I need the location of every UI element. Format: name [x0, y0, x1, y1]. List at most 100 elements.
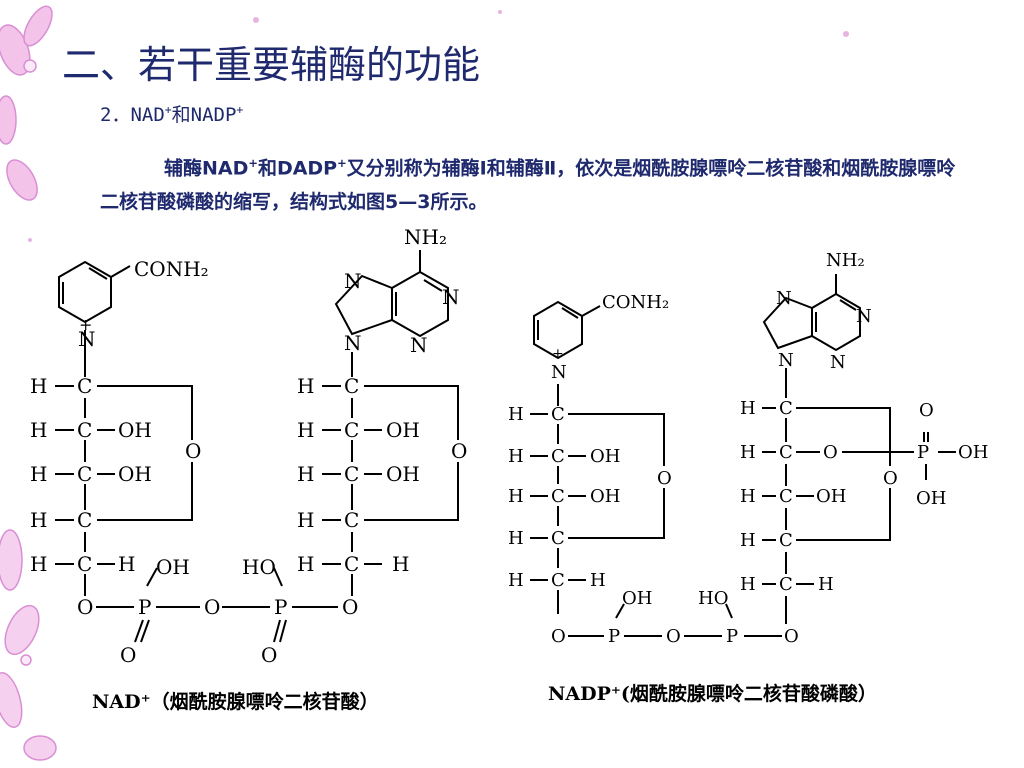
- nadp-h: H: [508, 528, 524, 549]
- nadp-h: H: [508, 570, 524, 591]
- nadp-o: O: [784, 626, 799, 647]
- nadp-oh: OH: [590, 486, 620, 507]
- nadp-oh: OH: [916, 488, 946, 509]
- nad-c: C: [344, 418, 359, 442]
- nadp-h: H: [740, 530, 756, 551]
- nad-h: H: [118, 552, 135, 576]
- nad-h: H: [30, 418, 47, 442]
- nad-oh: OH: [118, 462, 152, 486]
- nad-adenine-n: N: [442, 285, 460, 309]
- nadp-c: C: [779, 398, 793, 419]
- nadp-o: O: [823, 442, 838, 463]
- nadp-ho: HO: [698, 588, 728, 609]
- section-subtitle: 2．NAD+和NADP+: [100, 100, 243, 127]
- nad-oh: OH: [118, 418, 152, 442]
- nadp-p: P: [917, 442, 929, 463]
- nadp-adenine-n: N: [856, 306, 872, 327]
- superscript-plus: +: [164, 102, 172, 117]
- nadp-h: H: [508, 486, 524, 507]
- nadp-c: C: [551, 570, 565, 591]
- nadp-adenine-ring: [762, 274, 861, 398]
- nadp-c: C: [779, 442, 793, 463]
- nad-h: H: [297, 374, 314, 398]
- corner-flower-top-left: [0, 5, 53, 201]
- nadp-c: C: [779, 486, 793, 507]
- nadp-o: O: [551, 626, 566, 647]
- nadp-h: H: [818, 574, 834, 595]
- nadp-c: C: [551, 528, 565, 549]
- body-text-part: 和DADP: [257, 157, 338, 180]
- nadp-c: C: [551, 404, 565, 425]
- nadp-o: O: [666, 626, 681, 647]
- nad-ribose2-bonds: [322, 385, 459, 596]
- slide-title: 二、若干重要辅酶的功能: [62, 43, 481, 87]
- superscript-plus: +: [337, 156, 347, 170]
- nadp-h: H: [740, 574, 756, 595]
- nadp-ring-nitrogen: N: [551, 362, 567, 383]
- nadp-caption: NADP⁺(烟酰胺腺嘌呤二核苷酸磷酸）: [548, 682, 877, 705]
- nadp-adenine-n: N: [830, 352, 846, 373]
- nad-c: C: [77, 552, 92, 576]
- nad-caption: NAD⁺（烟酰胺腺嘌呤二核苷酸）: [92, 690, 379, 713]
- subtitle-text-part: 和NADP: [171, 104, 237, 126]
- nadp-ribose2-bonds: [762, 407, 956, 624]
- nadp-c: C: [779, 574, 793, 595]
- nadp-h: H: [508, 404, 524, 425]
- nadp-nicotinamide-ring: [533, 300, 601, 406]
- nad-c: C: [77, 418, 92, 442]
- nad-oh: OH: [156, 555, 190, 579]
- nad-structure: CONH₂ + N H C H C OH H C OH: [30, 225, 467, 713]
- nadp-h: H: [590, 570, 606, 591]
- nad-nicotinamide-ring: [58, 260, 131, 377]
- nad-phosphate-bonds: [96, 567, 338, 643]
- body-text-part: 辅酶NAD: [164, 157, 249, 180]
- nadp-ring-oxygen: O: [657, 468, 672, 489]
- nad-ribose-bonds: [55, 385, 193, 596]
- nadp-structure: CONH₂ + N H C H C OH H C OH H C: [508, 250, 988, 705]
- nadp-h: H: [740, 486, 756, 507]
- nad-conh2-label: CONH₂: [134, 257, 209, 281]
- nad-c: C: [344, 462, 359, 486]
- nadp-phosphate-bonds: [568, 603, 782, 637]
- nad-h: H: [297, 552, 314, 576]
- nad-c: C: [344, 508, 359, 532]
- nad-adenine-ring: [334, 250, 449, 377]
- nad-oh: OH: [386, 418, 420, 442]
- nadp-c: C: [779, 530, 793, 551]
- nad-nh2-label: NH₂: [404, 225, 447, 249]
- nadp-p: P: [608, 626, 620, 647]
- nadp-oh: OH: [622, 588, 652, 609]
- nad-o: O: [342, 595, 358, 619]
- subtitle-text-part: 2．NAD: [100, 104, 165, 126]
- nadp-h: H: [740, 398, 756, 419]
- nad-o: O: [120, 643, 136, 667]
- nad-h: H: [30, 462, 47, 486]
- nadp-adenine-n: N: [776, 288, 792, 309]
- nad-c: C: [344, 552, 359, 576]
- nadp-conh2-label: CONH₂: [602, 292, 669, 313]
- nadp-adenine-n: N: [778, 350, 794, 371]
- nad-adenine-n: N: [344, 331, 362, 355]
- superscript-plus: +: [236, 102, 244, 117]
- nadp-ribose-bonds: [530, 413, 665, 614]
- nadp-oh: OH: [590, 446, 620, 467]
- nadp-oh: OH: [958, 442, 988, 463]
- nad-o: O: [77, 595, 93, 619]
- nadp-c: C: [551, 446, 565, 467]
- nad-c: C: [77, 374, 92, 398]
- nad-o: O: [204, 595, 220, 619]
- nad-adenine-n: N: [410, 333, 428, 357]
- body-paragraph: 辅酶NAD+和DADP+又分别称为辅酶Ⅰ和辅酶Ⅱ，依次是烟酰胺腺嘌呤二核苷酸和烟…: [100, 146, 960, 218]
- nad-h: H: [297, 462, 314, 486]
- nadp-nh2-label: NH₂: [826, 250, 865, 271]
- nad-h: H: [297, 508, 314, 532]
- nadp-o: O: [919, 400, 934, 421]
- nad-o: O: [261, 643, 277, 667]
- structure-figure: CONH₂ + N H C H C OH H C OH: [30, 225, 988, 713]
- nadp-ring-plus: +: [552, 346, 564, 362]
- nad-ring-nitrogen: N: [78, 327, 96, 351]
- nadp-h: H: [508, 446, 524, 467]
- nad-oh: OH: [386, 462, 420, 486]
- superscript-plus: +: [248, 156, 258, 170]
- nad-h: H: [30, 552, 47, 576]
